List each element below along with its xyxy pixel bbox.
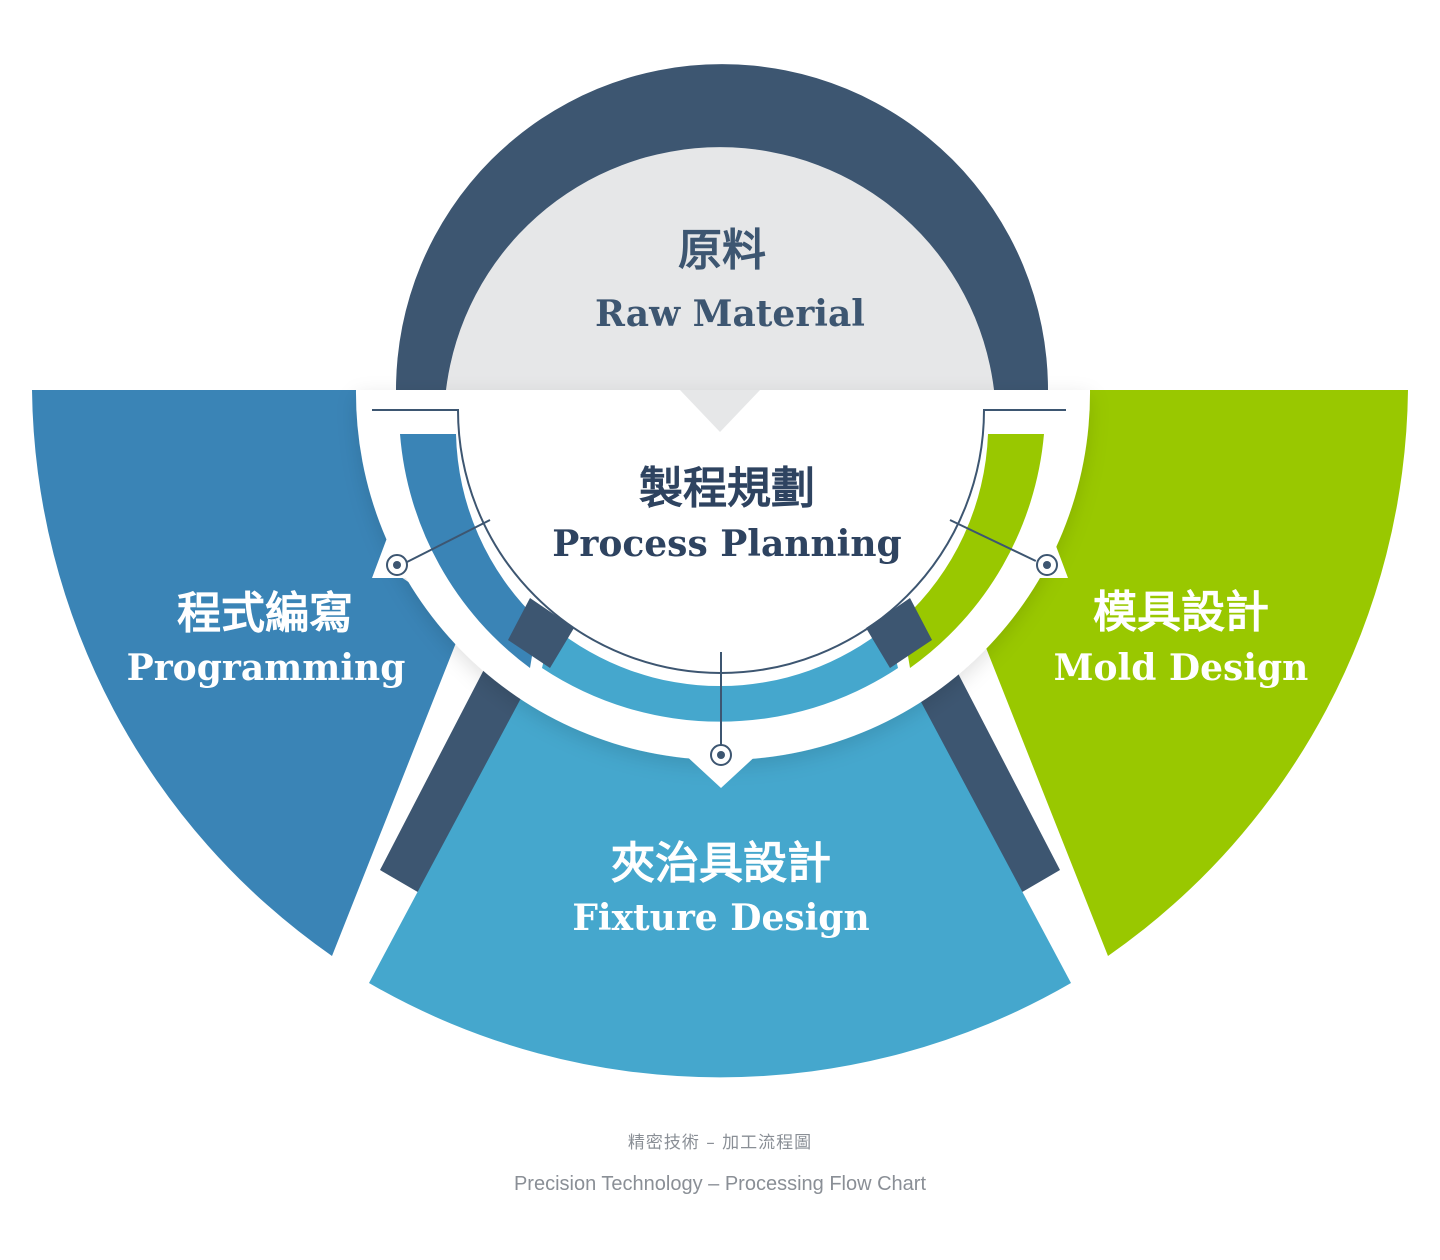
- inner-ring-navy-left: [508, 598, 574, 668]
- inner-ring-right: [902, 434, 1044, 668]
- mold-design-cn: 模具設計: [1093, 587, 1269, 638]
- fixture-design-en: Fixture Design: [572, 897, 869, 939]
- fixture-design-sector: [369, 640, 1071, 1078]
- bottom-target-icon: [710, 744, 732, 766]
- mold-design-en: Mold Design: [1054, 647, 1309, 689]
- inner-ring-navy-right: [866, 598, 932, 668]
- process-planning-cn: 製程規劃: [639, 463, 815, 514]
- caption-cn: 精密技術 – 加工流程圖: [628, 1133, 812, 1153]
- process-planning-en: Process Planning: [552, 523, 901, 565]
- connector-line-right: [949, 519, 1041, 564]
- programming-node: 程式編寫 Programming: [32, 390, 465, 956]
- inner-ring-bottom: [542, 626, 898, 722]
- connector-line-left: [404, 519, 491, 564]
- bottom-marker-tab: [682, 752, 760, 788]
- caption-en: Precision Technology – Processing Flow C…: [514, 1173, 926, 1195]
- mold-design-node: 模具設計 Mold Design: [975, 390, 1408, 956]
- mold-design-sector: [975, 390, 1408, 956]
- raw-material-cn: 原料: [678, 225, 766, 276]
- right-target-icon: [1036, 554, 1058, 576]
- raw-material-disc: [446, 147, 994, 390]
- fixture-design-node: 夾治具設計 Fixture Design: [369, 640, 1071, 1078]
- raw-material-pointer: [680, 390, 760, 432]
- raw-material-node: 原料 Raw Material: [396, 64, 1048, 390]
- fixture-design-cn: 夾治具設計: [611, 838, 831, 889]
- programming-en: Programming: [127, 647, 406, 689]
- process-planning-disc: [458, 390, 984, 650]
- raw-material-en: Raw Material: [595, 293, 865, 335]
- left-target-icon: [386, 554, 408, 576]
- programming-sector: [32, 390, 465, 956]
- programming-cn: 程式編寫: [177, 588, 353, 639]
- inner-ring-left: [400, 434, 538, 668]
